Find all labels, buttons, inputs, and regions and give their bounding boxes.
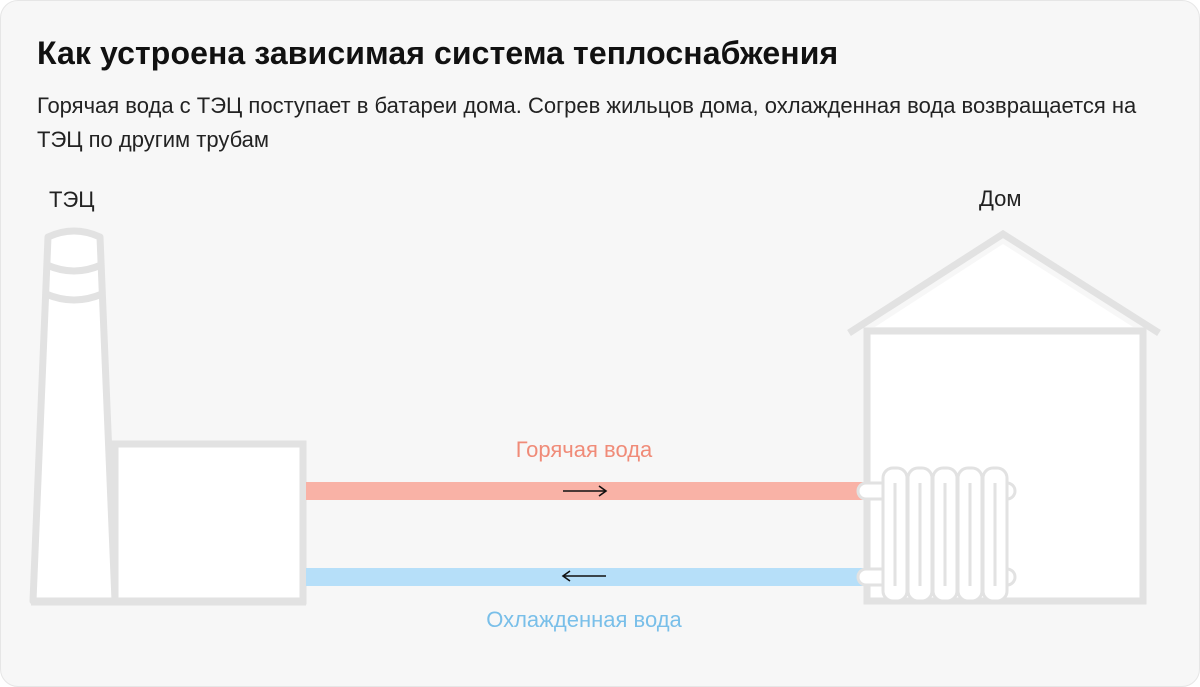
chimney-icon — [29, 227, 119, 605]
radiator-icon — [856, 466, 1017, 603]
page-subtitle: Горячая вода с ТЭЦ поступает в батареи д… — [37, 93, 1137, 152]
house-roof-fill — [875, 244, 1133, 327]
plant-label: ТЭЦ — [49, 187, 95, 212]
cold-water-label: Охлажденная вода — [486, 607, 682, 632]
hot-water-label: Горячая вода — [516, 437, 653, 462]
plant-building — [111, 440, 307, 605]
cold-water-pipe — [306, 568, 876, 586]
cold-flow-arrow-icon — [561, 570, 606, 582]
house-label: Дом — [979, 186, 1022, 211]
page-title: Как устроена зависимая система теплоснаб… — [37, 35, 839, 71]
hot-flow-arrow-icon — [563, 485, 608, 497]
house-roof — [847, 229, 1161, 336]
